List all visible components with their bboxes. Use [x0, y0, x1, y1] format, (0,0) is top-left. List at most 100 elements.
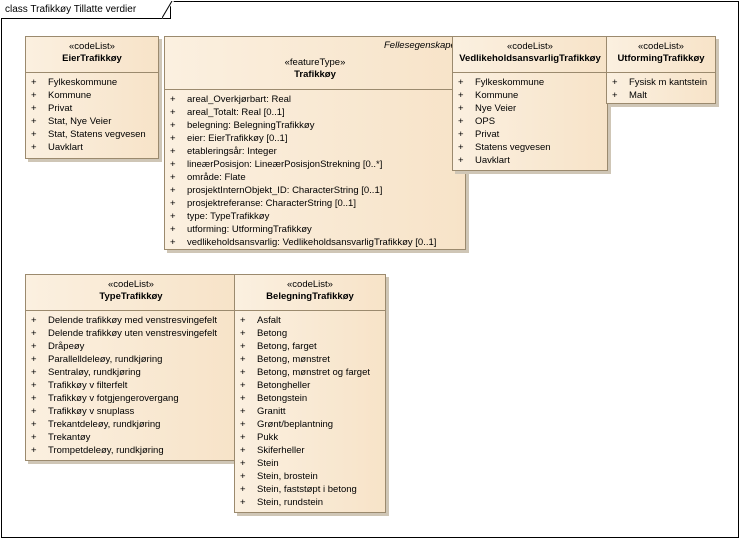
visibility-marker: + — [31, 393, 37, 404]
class-attribute: +Trompetdeleøy, rundkjøring — [26, 444, 236, 457]
class-header: «codeList» TypeTrafikkøy — [26, 275, 236, 311]
class-attribute: +belegning: BelegningTrafikkøy — [165, 119, 465, 132]
attribute-text: Granitt — [257, 406, 286, 417]
visibility-marker: + — [170, 237, 176, 248]
frame-tab-corner — [162, 1, 174, 19]
class-attribute: +Fylkeskommune — [26, 76, 158, 89]
class-attribute: + Trekantdeleøy, rundkjøring — [26, 418, 236, 431]
visibility-marker: + — [170, 94, 176, 105]
class-name: EierTrafikkøy — [62, 53, 122, 64]
attribute-text: areal_Totalt: Real [0..1] — [187, 107, 285, 118]
class-trafikkoy[interactable]: Fellesegenskaper «featureType» Trafikkøy… — [164, 36, 466, 250]
class-attribute: +Privat — [26, 102, 158, 115]
class-attribute: +Fylkeskommune — [453, 76, 607, 89]
class-attribute: + Delende trafikkøy uten venstresvingefel… — [26, 327, 236, 340]
stereotype-label: «codeList» — [69, 41, 115, 52]
attribute-text: Stein, rundstein — [257, 497, 324, 508]
class-attribute: +utforming: UtformingTrafikkøy — [165, 223, 465, 236]
class-attribute: +lineærPosisjon: LineærPosisjonStrekning… — [165, 158, 465, 171]
class-attribute: +prosjektreferanse: CharacterString [0..… — [165, 197, 465, 210]
visibility-marker: + — [31, 90, 37, 101]
class-header: «codeList» EierTrafikkøy — [26, 37, 158, 73]
visibility-marker: + — [240, 328, 246, 339]
class-name: Trafikkøy — [294, 69, 336, 80]
visibility-marker: + — [240, 458, 246, 469]
class-attribute: +Uavklart — [26, 141, 158, 154]
visibility-marker: + — [170, 185, 176, 196]
visibility-marker: + — [170, 107, 176, 118]
attribute-text: prosjektInternObjekt_ID: CharacterString… — [187, 185, 383, 196]
class-name: UtformingTrafikkøy — [617, 53, 705, 64]
visibility-marker: + — [240, 393, 246, 404]
class-name: BelegningTrafikkøy — [266, 291, 354, 302]
class-attribute: +Delende trafikkøy med venstresvingefelt — [26, 314, 236, 327]
class-attribute: +OPS — [453, 115, 607, 128]
visibility-marker: + — [458, 77, 464, 88]
visibility-marker: + — [170, 198, 176, 209]
attribute-text: Kommune — [48, 90, 92, 101]
diagram-title: class Trafikkøy Tillatte verdier — [1, 1, 171, 19]
class-eier-trafikkoy[interactable]: «codeList» EierTrafikkøy +Fylkeskommune+… — [25, 36, 159, 159]
visibility-marker: + — [458, 142, 464, 153]
attribute-text: Trafikkøy v filterfelt — [48, 380, 128, 391]
visibility-marker: + — [31, 419, 37, 430]
attribute-text: Delende trafikkøy uten venstresvingefelt — [48, 328, 217, 339]
class-attribute: +Betongheller — [235, 379, 385, 392]
visibility-marker: + — [31, 116, 37, 127]
visibility-marker: + — [31, 432, 37, 443]
attribute-text: Trekantøy — [48, 432, 91, 443]
attribute-text: Trafikkøy v fotgjengerovergang — [48, 393, 179, 404]
class-attribute: +Betong, mønstret — [235, 353, 385, 366]
attribute-list: +Fysisk m kantstein+Malt — [607, 73, 715, 102]
stereotype-label: «codeList» — [638, 41, 684, 52]
attribute-text: vedlikeholdsansvarlig: Vedlikeholdsansva… — [187, 237, 437, 248]
class-attribute: +Nye Veier — [453, 102, 607, 115]
class-attribute: +Stat, Statens vegvesen — [26, 128, 158, 141]
class-attribute: +Granitt — [235, 405, 385, 418]
visibility-marker: + — [240, 445, 246, 456]
class-name: TypeTrafikkøy — [99, 291, 163, 302]
attribute-text: Statens vegvesen — [475, 142, 551, 153]
class-attribute: +Pukk — [235, 431, 385, 444]
attribute-text: etableringsår: Integer — [187, 146, 277, 157]
class-attribute: +Grønt/beplantning — [235, 418, 385, 431]
class-header: «codeList» VedlikeholdsansvarligTrafikkø… — [453, 37, 607, 73]
class-vedlikeholdsansvarlig-trafikkoy[interactable]: «codeList» VedlikeholdsansvarligTrafikkø… — [452, 36, 608, 171]
class-attribute: + Kommune — [26, 89, 158, 102]
class-attribute: +Asfalt — [235, 314, 385, 327]
attribute-text: Kommune — [475, 90, 519, 101]
visibility-marker: + — [240, 471, 246, 482]
stereotype-label: «codeList» — [287, 279, 333, 290]
class-attribute: + Trafikkøy v fotgjengerovergang — [26, 392, 236, 405]
visibility-marker: + — [31, 315, 37, 326]
attribute-text: Betong, farget — [257, 341, 317, 352]
visibility-marker: + — [458, 155, 464, 166]
attribute-text: Malt — [629, 90, 647, 101]
attribute-text: Dråpeøy — [48, 341, 85, 352]
attribute-text: Grønt/beplantning — [257, 419, 334, 430]
class-attribute: +Betong — [235, 327, 385, 340]
class-belegning-trafikkoy[interactable]: «codeList» BelegningTrafikkøy +Asfalt+Be… — [234, 274, 386, 513]
visibility-marker: + — [240, 354, 246, 365]
attribute-text: Stein, faststøpt i betong — [257, 484, 357, 495]
visibility-marker: + — [240, 341, 246, 352]
class-utforming-trafikkoy[interactable]: «codeList» UtformingTrafikkøy +Fysisk m … — [606, 36, 716, 104]
attribute-list: +Delende trafikkøy med venstresvingefelt… — [26, 311, 236, 457]
class-header: Fellesegenskaper «featureType» Trafikkøy — [165, 37, 465, 90]
class-attribute: +Stein, faststøpt i betong — [235, 483, 385, 496]
visibility-marker: + — [170, 146, 176, 157]
class-attribute: +eier: EierTrafikkøy [0..1] — [165, 132, 465, 145]
visibility-marker: + — [240, 315, 246, 326]
attribute-text: Trekantdeleøy, rundkjøring — [48, 419, 161, 430]
visibility-marker: + — [31, 380, 37, 391]
stereotype-label: «codeList» — [507, 41, 553, 52]
class-attribute: +Dråpeøy — [26, 340, 236, 353]
attribute-text: Betongstein — [257, 393, 308, 404]
visibility-marker: + — [31, 142, 37, 153]
class-attribute: + prosjektInternObjekt_ID: CharacterStrin… — [165, 184, 465, 197]
visibility-marker: + — [458, 90, 464, 101]
class-type-trafikkoy[interactable]: «codeList» TypeTrafikkøy +Delende trafik… — [25, 274, 237, 461]
attribute-text: belegning: BelegningTrafikkøy — [187, 120, 315, 131]
attribute-text: Betongheller — [257, 380, 311, 391]
visibility-marker: + — [31, 328, 37, 339]
